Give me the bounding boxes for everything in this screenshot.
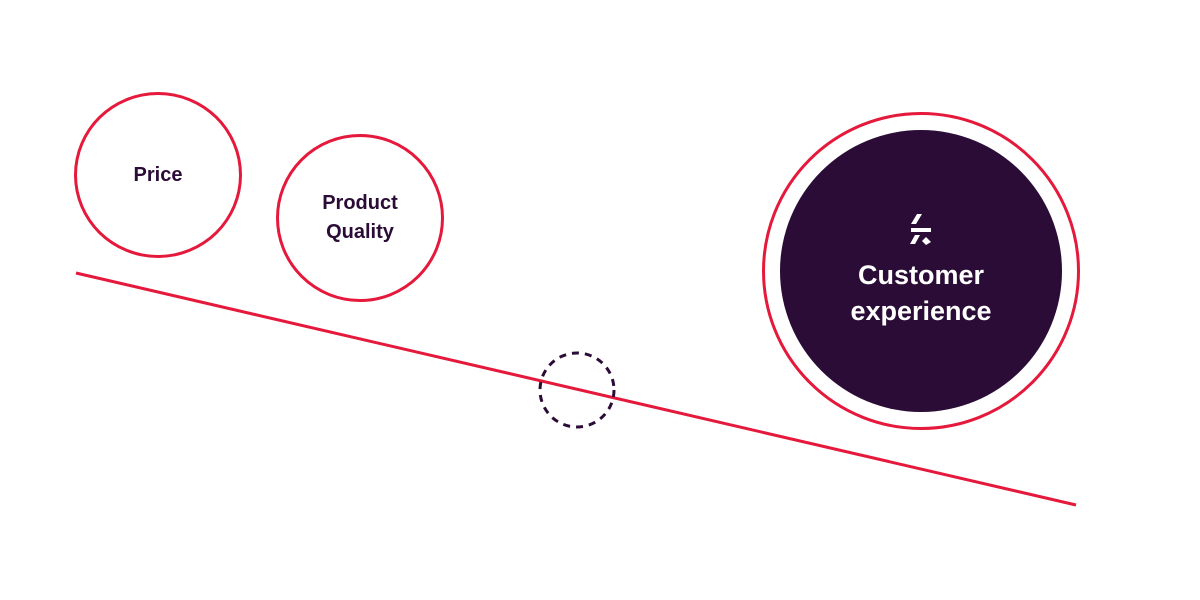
- price-circle: Price: [74, 92, 242, 258]
- customer-experience-circle: Customer experience: [780, 130, 1062, 412]
- product-quality-label-line2: Quality: [326, 221, 394, 243]
- seesaw-beam: [75, 271, 1077, 507]
- brand-logo-icon: [910, 214, 931, 245]
- fulcrum-pivot: [538, 351, 616, 429]
- customer-experience-label-line1: Customer: [857, 260, 985, 290]
- price-label: Price: [133, 163, 183, 186]
- product-quality-label-line1: Product: [322, 192, 398, 214]
- customer-experience-label-line2: experience: [850, 296, 992, 326]
- product-quality-circle: Product Quality: [276, 134, 444, 302]
